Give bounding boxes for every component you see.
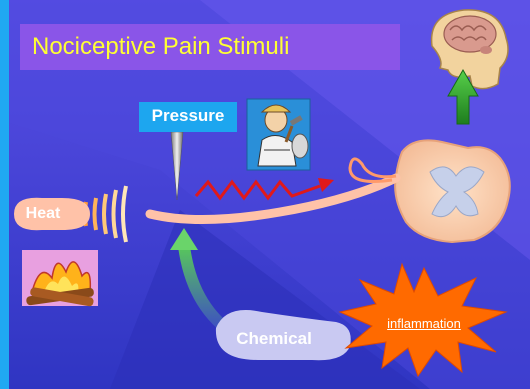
slide-title: Nociceptive Pain Stimuli xyxy=(32,33,289,61)
chemical-label: Chemical xyxy=(224,329,324,349)
campfire-icon xyxy=(22,250,98,307)
pressure-label: Pressure xyxy=(139,106,237,126)
worker-with-hammer-icon xyxy=(247,99,310,170)
inflammation-link[interactable]: inflammation xyxy=(372,316,476,331)
heat-label: Heat xyxy=(14,205,72,223)
spinal-cord-section-icon xyxy=(395,140,510,242)
